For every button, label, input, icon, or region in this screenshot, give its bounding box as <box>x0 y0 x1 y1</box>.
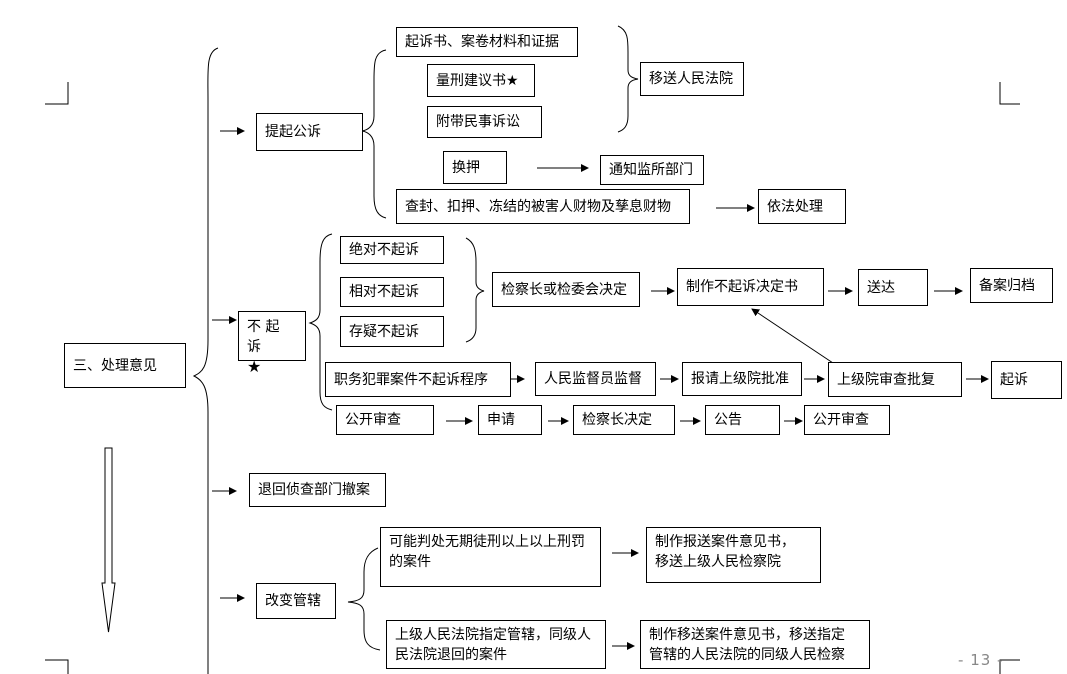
flow-decision-doc: 制作不起诉决定书 <box>677 268 824 306</box>
prosecute-node: 提起公诉 <box>256 113 363 151</box>
docs-target: 移送人民法院 <box>640 62 744 96</box>
no-prosecute-brace <box>308 233 333 411</box>
type-relative: 相对不起诉 <box>340 277 444 307</box>
flow-serve: 送达 <box>858 269 928 306</box>
result-a: 制作报送案件意见书，移送上级人民检察院 <box>646 527 821 583</box>
duty-crime-node: 职务犯罪案件不起诉程序 <box>325 362 511 397</box>
flow-archive: 备案归档 <box>970 268 1053 303</box>
page-number: - 13 - <box>958 651 1004 669</box>
custody-target: 通知监所部门 <box>600 155 704 185</box>
doc-civil-suit: 附带民事诉讼 <box>427 106 542 138</box>
doc-indictment: 起诉书、案卷材料和证据 <box>396 27 578 57</box>
decision-node: 检察长或检委会决定 <box>492 272 640 307</box>
down-arrow-icon <box>101 447 116 633</box>
custody-node: 换押 <box>443 151 507 184</box>
jurisdiction-node: 改变管辖 <box>256 583 336 619</box>
review-announce: 公告 <box>705 405 780 435</box>
duty-review: 上级院审查批复 <box>828 362 962 397</box>
jurisdiction-brace <box>347 547 381 651</box>
property-target: 依法处理 <box>758 189 846 224</box>
property-node: 查封、扣押、冻结的被害人财物及孳息财物 <box>396 189 690 224</box>
case-a: 可能判处无期徒刑以上以上刑罚的案件 <box>380 527 601 587</box>
root-node: 三、处理意见 <box>64 343 186 388</box>
corner-mark <box>999 659 1020 674</box>
return-case-node: 退回侦查部门撤案 <box>249 473 386 507</box>
duty-supervision: 人民监督员监督 <box>535 362 656 396</box>
corner-mark <box>45 82 69 105</box>
doc-sentencing: 量刑建议书★ <box>427 64 535 97</box>
review-decide: 检察长决定 <box>573 405 675 435</box>
type-absolute: 绝对不起诉 <box>340 236 444 264</box>
duty-report: 报请上级院批准 <box>682 362 802 396</box>
corner-mark <box>45 659 69 674</box>
type-doubtful: 存疑不起诉 <box>340 316 444 347</box>
result-b: 制作移送案件意见书，移送指定管辖的人民法院的同级人民检察 <box>640 620 870 669</box>
prosecute-brace <box>361 49 387 219</box>
review-public-end: 公开审查 <box>804 405 890 435</box>
docs-brace <box>617 25 639 133</box>
main-brace <box>192 47 219 674</box>
duty-prosecute: 起诉 <box>991 361 1062 399</box>
review-apply: 申请 <box>478 405 542 435</box>
case-b: 上级人民法院指定管辖，同级人民法院退回的案件 <box>386 620 606 669</box>
review-public: 公开审查 <box>336 405 434 435</box>
corner-mark <box>999 82 1020 105</box>
types-brace <box>465 237 485 343</box>
no-prosecute-node: 不 起 诉★ <box>238 311 306 376</box>
